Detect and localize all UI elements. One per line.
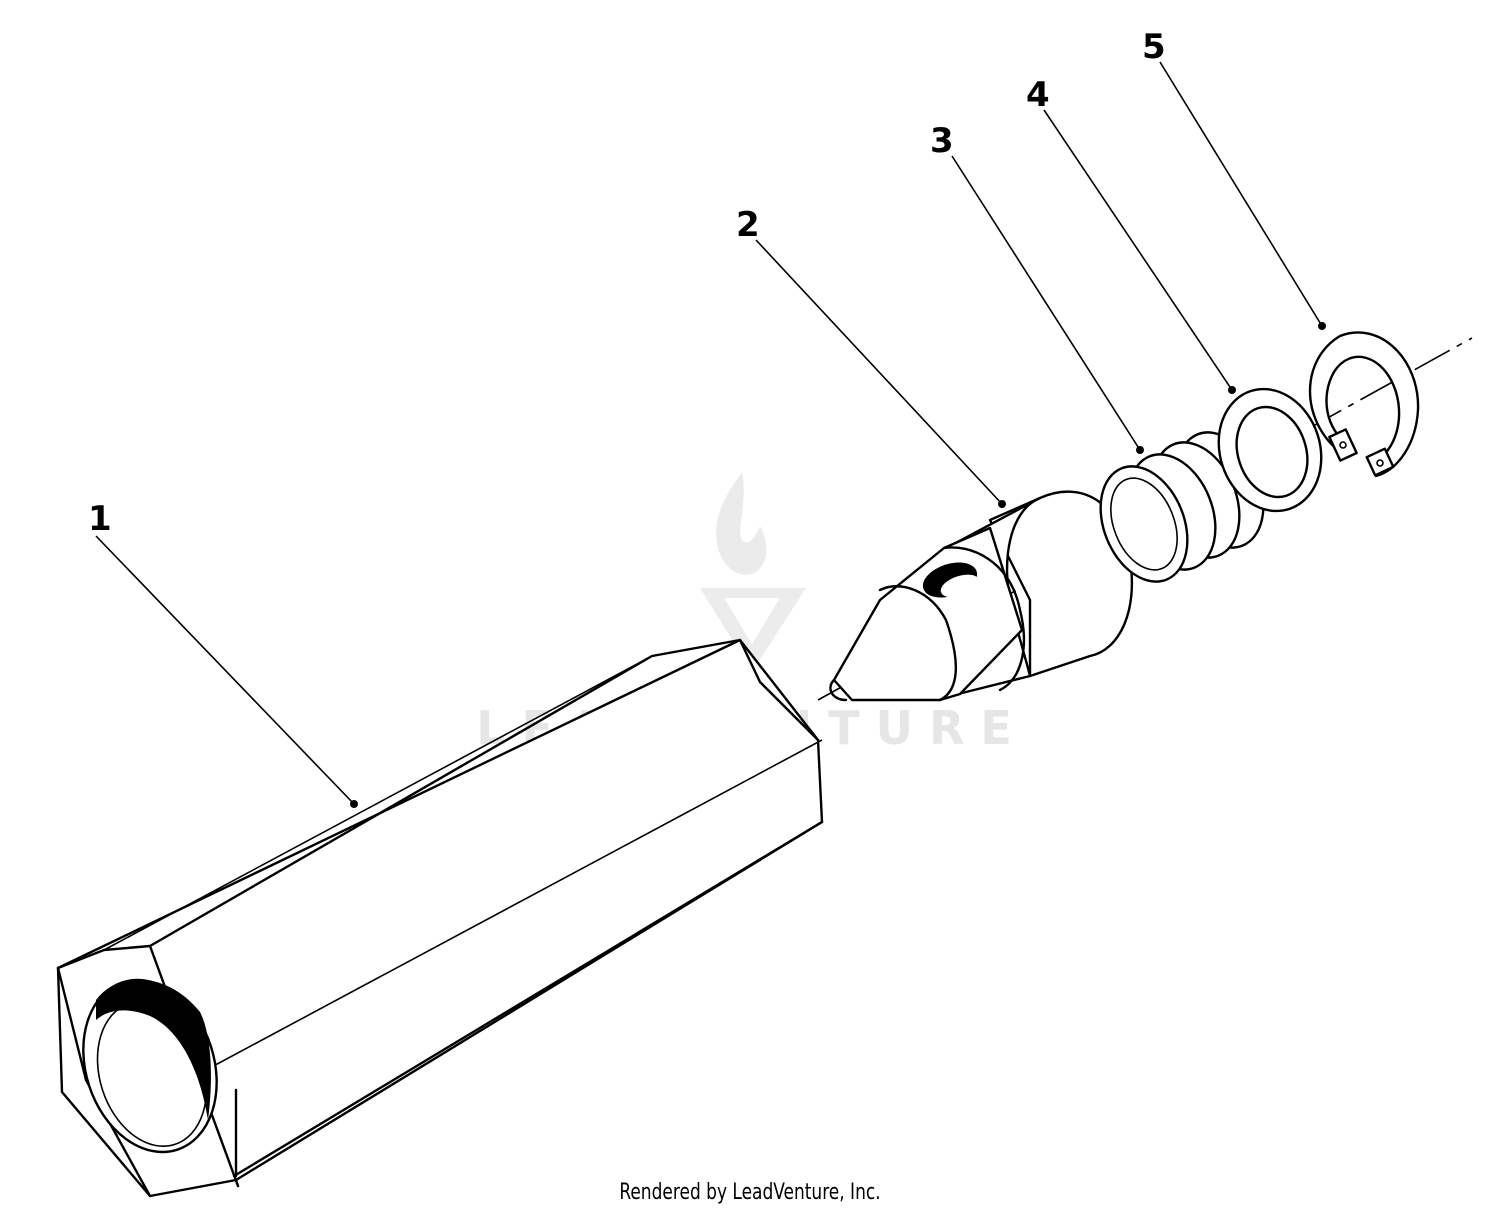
flat-washer-part <box>1217 387 1323 513</box>
flame-logo-icon <box>700 472 806 672</box>
leader-line-1 <box>95 535 355 805</box>
pointed-plunger-part <box>829 490 1134 702</box>
callout-3: 3 <box>930 121 954 161</box>
leader-lines <box>95 61 1326 808</box>
leader-line-5 <box>1159 61 1323 327</box>
callout-2: 2 <box>736 205 760 245</box>
retaining-ring-part <box>1308 331 1420 478</box>
leader-line-3 <box>951 155 1141 451</box>
callout-4: 4 <box>1026 75 1050 115</box>
compression-spring-part <box>1099 431 1265 583</box>
callout-5: 5 <box>1142 27 1166 67</box>
leader-line-4 <box>1043 109 1233 391</box>
hex-sleeve-part <box>56 638 824 1198</box>
leader-line-2 <box>755 239 1003 505</box>
callout-1: 1 <box>88 499 112 539</box>
footer-credit: Rendered by LeadVenture, Inc. <box>619 1180 881 1205</box>
